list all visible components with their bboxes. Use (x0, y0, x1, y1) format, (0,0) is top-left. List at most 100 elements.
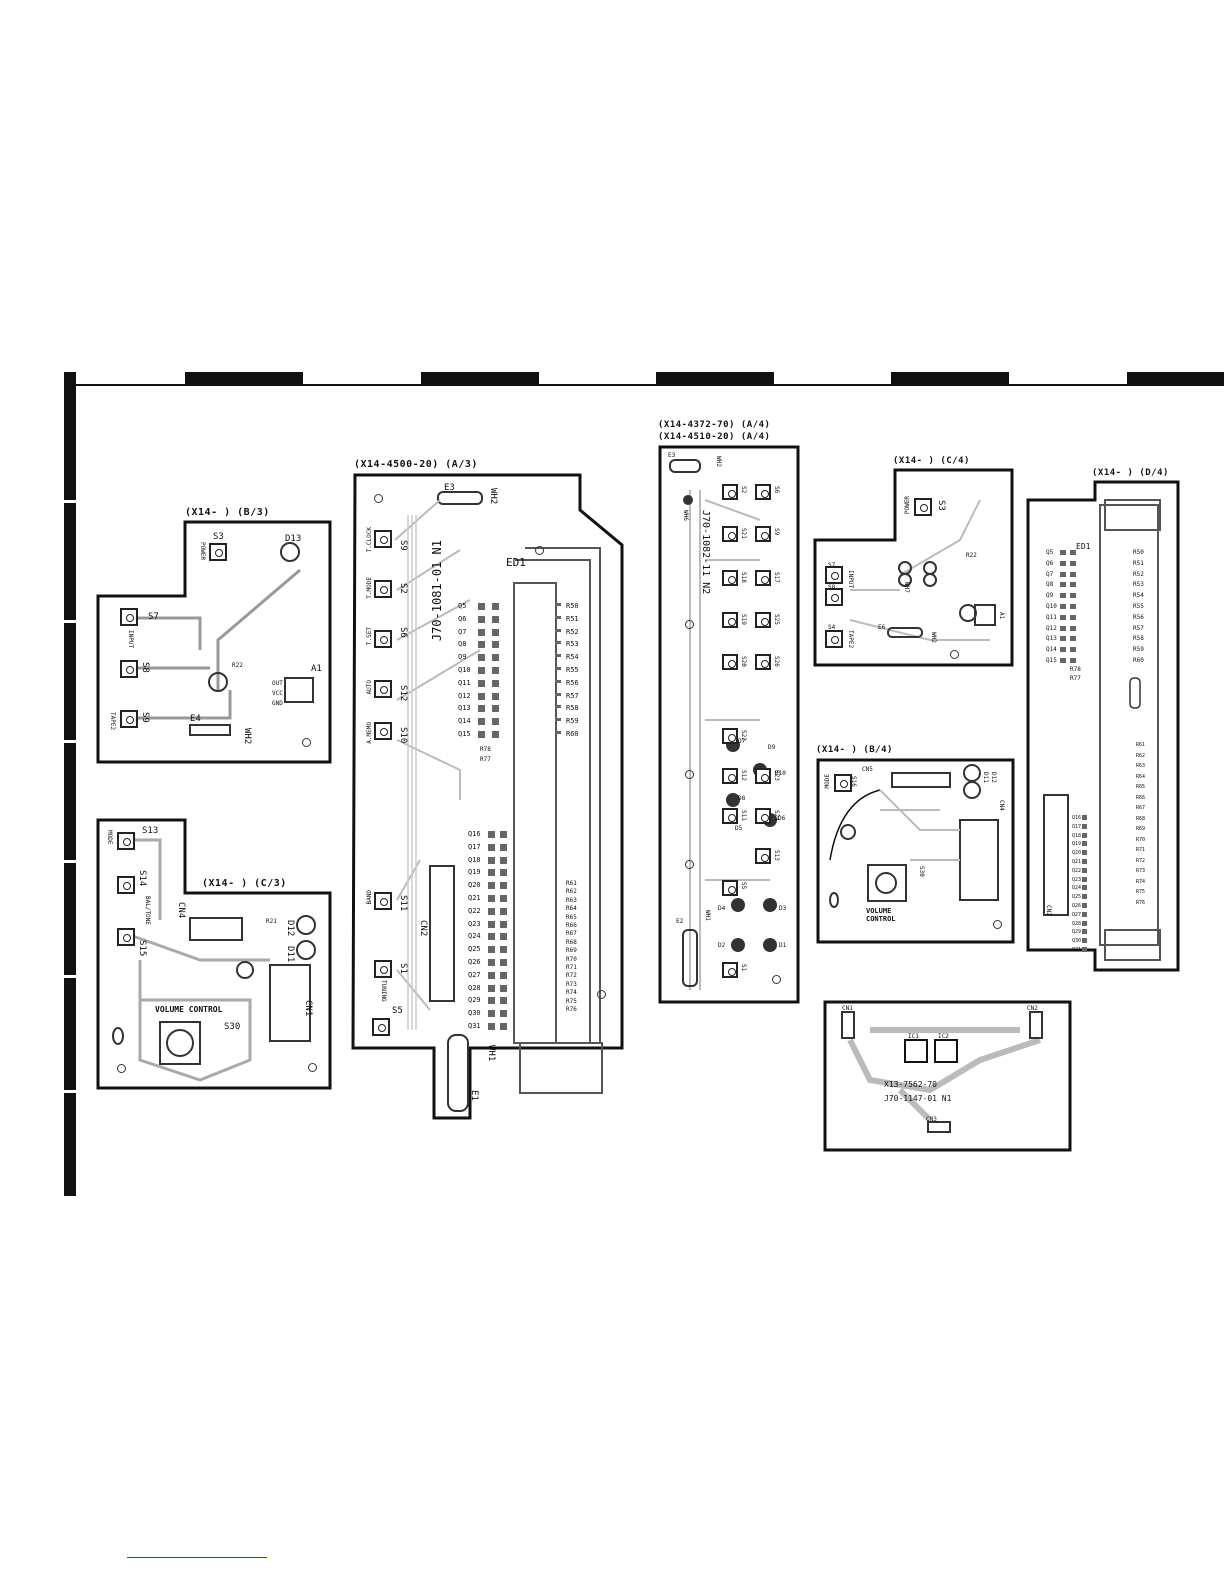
switch-s11 (374, 892, 392, 910)
q-label: Q24 (468, 932, 481, 941)
switch-label: S5 (392, 1006, 403, 1016)
r-label: R54 (1133, 592, 1144, 600)
q-pad (492, 679, 499, 687)
part-label: D12 (285, 920, 295, 937)
r-label: R51 (1133, 559, 1144, 567)
part-label: R77 (480, 756, 491, 763)
q-pad (488, 856, 495, 864)
q-label: Q27 (468, 970, 481, 979)
r-label: R67 (1136, 805, 1146, 811)
switch-label: S7 (828, 562, 836, 569)
q-pad (500, 933, 507, 941)
q-pad (1082, 903, 1087, 908)
switch (722, 484, 738, 500)
part-label: D9 (768, 744, 776, 751)
frame-tick (64, 620, 76, 623)
switch-label: S9 (398, 540, 408, 551)
r-label: R56 (566, 678, 579, 687)
switch (755, 526, 771, 542)
q-label: Q27 (1072, 911, 1082, 918)
q-pad (488, 971, 495, 979)
q-label: Q26 (1072, 903, 1082, 909)
q-label: Q11 (1046, 613, 1057, 621)
switch-label: S15 (137, 940, 147, 957)
switch (722, 962, 738, 978)
q-pad (492, 628, 499, 636)
pin-label: VCC (272, 690, 283, 697)
q-pad (478, 628, 485, 636)
q-label: Q21 (468, 894, 481, 902)
switch-label: S21 (740, 528, 747, 539)
switch-label: S22 (740, 730, 747, 741)
mount-hole (685, 770, 694, 779)
q-label: Q18 (468, 855, 481, 864)
q-label: Q6 (458, 614, 467, 623)
r-label: R73 (1136, 868, 1146, 874)
switch (755, 848, 771, 864)
part-label: CN1 (303, 1000, 313, 1017)
r-label: R54 (566, 653, 579, 662)
pin-label: GND (272, 700, 283, 707)
q-pad (1060, 560, 1066, 566)
q-pad (500, 843, 507, 851)
q-pad (492, 705, 499, 713)
r-label: R62 (566, 888, 577, 896)
switch-s7 (825, 566, 843, 584)
part-label: CN3 (926, 1116, 937, 1123)
r-label: R76 (566, 1006, 577, 1013)
frame-top-block (656, 372, 774, 384)
r-label: R63 (1136, 763, 1146, 769)
switch-label: S18 (740, 572, 747, 583)
switch-s8 (120, 660, 138, 678)
switch-s8 (825, 588, 843, 606)
board-b3-title: (X14- ) (B/3) (185, 507, 270, 518)
part-label: E6 (878, 624, 886, 631)
q-pad (1070, 658, 1076, 663)
part-label: E4 (190, 714, 201, 724)
q-pad (500, 895, 507, 902)
switch-label: S1 (740, 964, 747, 972)
part-label: D5 (735, 825, 743, 832)
switch-label: S11 (398, 895, 408, 912)
part-label: CN1 (842, 1005, 853, 1012)
r-label: R70 (1136, 836, 1146, 843)
q-pad (1060, 571, 1066, 577)
q-pad (488, 933, 495, 941)
input-label: INPUT (127, 630, 134, 649)
part-label: A1 (998, 612, 1005, 620)
q-label: Q7 (458, 627, 467, 636)
part-number: J70-1147-01 N1 (884, 1094, 952, 1103)
q-pad (1070, 560, 1076, 566)
r-label: R71 (566, 964, 577, 971)
switch-label: S26 (773, 656, 780, 667)
mode-label: MODE (106, 830, 113, 845)
switch-label: S14 (137, 870, 147, 887)
part-label: R22 (966, 552, 977, 559)
r-label: R59 (566, 717, 579, 726)
q-pad (1082, 832, 1087, 838)
part-label: E3 (444, 483, 455, 493)
q-pad (1082, 885, 1087, 891)
q-pad (488, 997, 495, 1005)
part-label: WH7 (903, 582, 910, 593)
input-label: INPUT (847, 570, 854, 589)
q-pad (492, 603, 499, 610)
q-pad (1070, 625, 1076, 631)
switch-s6 (374, 630, 392, 648)
r-label: R74 (566, 989, 577, 997)
q-label: Q18 (1072, 832, 1082, 839)
switch-label: S23 (773, 770, 780, 781)
switch-s9 (120, 710, 138, 728)
r-label: R50 (566, 602, 579, 610)
part-label: D13 (285, 534, 302, 544)
q-pad (1082, 850, 1087, 856)
r-label: R72 (1136, 857, 1146, 864)
r-label: R69 (566, 947, 577, 955)
q-pad (1070, 550, 1076, 555)
r-pad (555, 603, 561, 606)
part-label: WH2 (242, 728, 252, 745)
mount-hole (993, 920, 1002, 929)
r-label: R76 (1136, 899, 1146, 906)
frame-tick (64, 975, 76, 978)
r-label: R66 (1136, 794, 1146, 801)
